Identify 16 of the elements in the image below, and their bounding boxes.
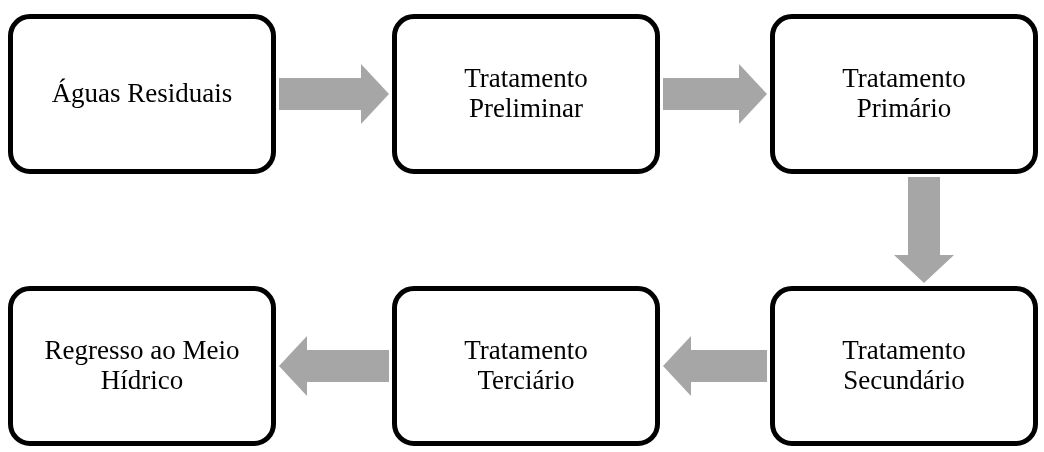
block-arrow [663,64,767,124]
process-box [770,286,1038,446]
step-label: Águas Residuais [51,79,233,109]
step-label: Tratamento Preliminar [463,64,589,124]
step-label: Tratamento Terciário [463,336,589,396]
block-arrow [894,177,954,283]
process-box [8,286,276,446]
block-arrow [279,64,389,124]
step-label: Tratamento Primário [841,64,967,124]
block-arrow [663,336,767,396]
step-label: Tratamento Secundário [841,336,967,396]
process-box [8,14,276,174]
process-box [392,286,660,446]
step-label: Regresso ao Meio Hídrico [43,336,241,396]
process-box [392,14,660,174]
process-box [770,14,1038,174]
